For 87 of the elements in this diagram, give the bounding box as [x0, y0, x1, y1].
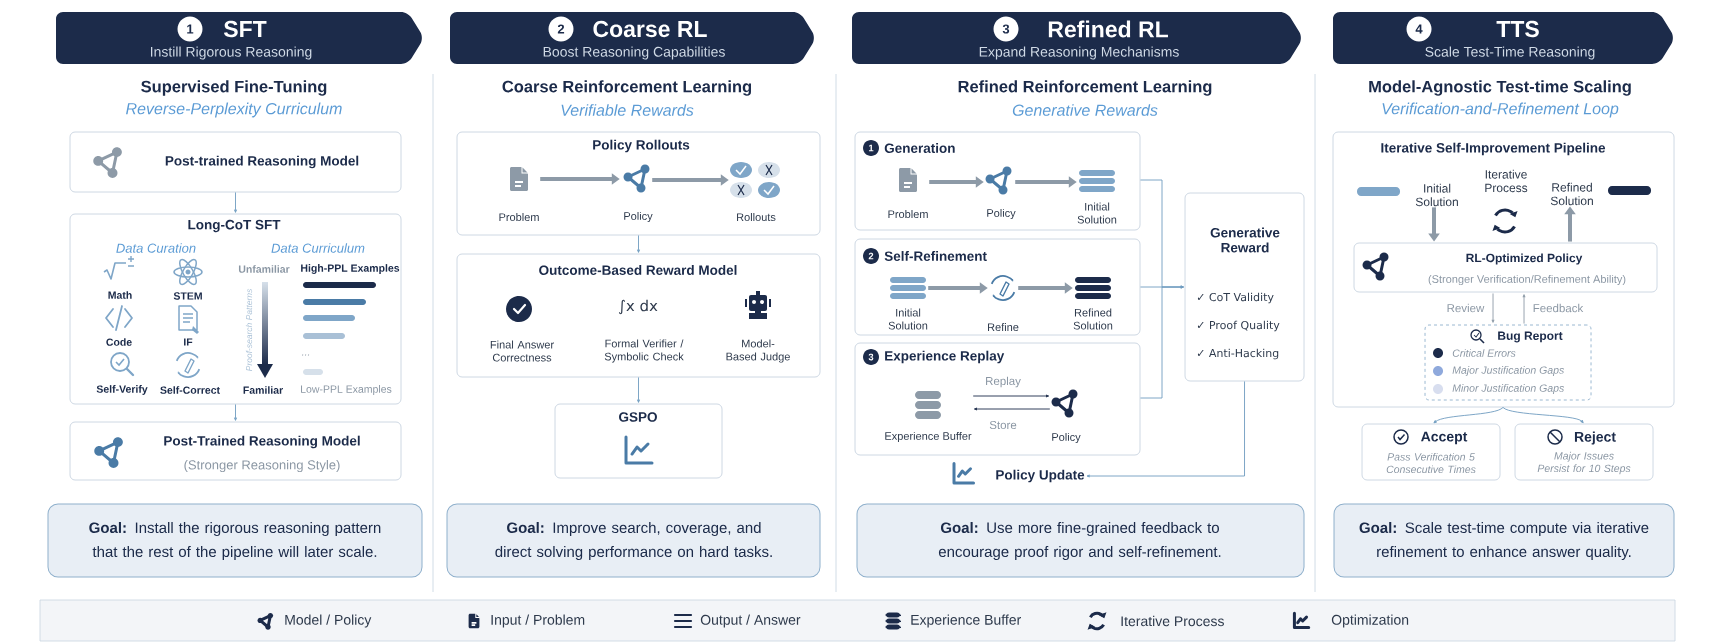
- arrow: [972, 394, 1050, 398]
- arrow: [1522, 294, 1526, 324]
- legend-label: Model / Policy: [285, 614, 372, 628]
- column-title: Model-Agnostic Test-time Scaling: [1369, 80, 1631, 96]
- process-box: Post-Trained Reasoning Model (Stronger Reasoning Style): [69, 421, 402, 481]
- legend-label: Experience Buffer: [911, 614, 1021, 628]
- process-box: RL-Optimized Policy (Stronger Verification/Refinement Ability): [1353, 242, 1658, 293]
- node-label: Policy: [1052, 432, 1081, 444]
- arrow: [1491, 293, 1495, 323]
- node-label: Low-PPL Examples: [301, 385, 392, 395]
- goal-box: Goal: Use more fine-grained feedback to encourage proof rigor and self-refinement.: [856, 503, 1305, 578]
- node-label: Refined Solution: [1073, 308, 1113, 330]
- node-label: Self-Correct: [160, 386, 220, 394]
- node-label: Policy: [624, 211, 653, 223]
- legend-label: Iterative Process: [1121, 615, 1224, 627]
- node-label: Policy Update: [996, 469, 1085, 483]
- node-label: Unfamiliar: [238, 265, 290, 273]
- arrow: [973, 407, 1051, 411]
- column-title: Coarse Reinforcement Learning: [502, 80, 752, 96]
- section-box: Long-CoT SFT Data Curation Data Curriculum Math STEM Code IF Self-Verify Self-Correct Unfamiliar High-PPL Examples Proof-search Patterns ... Familiar Low-PPL Examples: [69, 213, 402, 405]
- arrow: [637, 377, 640, 403]
- stage-banner: 4 TTS Scale Test-Time Reasoning: [1333, 12, 1673, 64]
- node-label: Initial Solution: [1077, 202, 1117, 224]
- node-label: Minor Justification Gaps: [1452, 384, 1565, 394]
- node-label: Long-CoT SFT: [188, 219, 281, 233]
- node-label: Critical Errors: [1452, 349, 1516, 357]
- node-label: Formal Verifier / Symbolic Check: [604, 339, 684, 363]
- stage-banner: 1 SFT Instill Rigorous Reasoning: [56, 12, 422, 64]
- node-label: IF: [184, 338, 193, 346]
- legend-label: Optimization: [1331, 614, 1409, 628]
- column-subtitle: Verification-and-Refinement Loop: [1382, 102, 1619, 118]
- node-label: High-PPL Examples: [301, 264, 400, 274]
- legend-label: Output / Answer: [700, 614, 801, 628]
- node-label: Familiar: [243, 386, 283, 394]
- node-label: Major Justification Gaps: [1452, 366, 1565, 376]
- node-label: Proof-search Patterns: [245, 288, 253, 372]
- node-label: Problem: [888, 209, 928, 219]
- column-subtitle: Verifiable Rewards: [561, 104, 694, 116]
- node-label: Data Curation: [116, 243, 196, 253]
- report-box: Bug Report Critical Errors Major Justification Gaps Minor Justification Gaps: [1424, 324, 1592, 401]
- goal-box: Goal: Install the rigorous reasoning pattern that the rest of the pipeline will later scale.: [47, 503, 423, 578]
- outcome-box: Accept Pass Verification 5 Consecutive Times: [1361, 423, 1501, 481]
- node-label: Iterative Process: [1485, 169, 1528, 193]
- node-label: Code: [106, 338, 132, 346]
- edge-label: Replay: [983, 375, 1023, 389]
- column-subtitle: Generative Rewards: [1012, 104, 1158, 116]
- stage-banner: 2 Coarse RL Boost Reasoning Capabilities: [450, 12, 814, 64]
- node-label: Math: [108, 291, 132, 299]
- column-title: Refined Reinforcement Learning: [958, 80, 1212, 96]
- outcome-box: Reject Major Issues Persist for 10 Steps: [1514, 423, 1654, 481]
- node-label: Refined Solution: [1550, 182, 1593, 206]
- arrow: [1086, 381, 1245, 478]
- arrow: [637, 235, 640, 253]
- process-box: GSPO: [554, 403, 723, 479]
- node-label: Policy: [987, 208, 1016, 220]
- node-label: Outcome-Based Reward Model: [539, 265, 737, 275]
- arrow: [234, 404, 237, 421]
- node-label: Model-Based Judge: [726, 339, 790, 363]
- node-label: Rollouts: [737, 212, 776, 222]
- node-label: Final Answer Correctness: [490, 340, 554, 362]
- process-box: Post-trained Reasoning Model: [69, 131, 402, 193]
- node-label: Self-Verify: [96, 385, 148, 395]
- node-label: Problem: [499, 212, 539, 222]
- edge-label: Feedback: [1531, 302, 1585, 314]
- arrow: [1140, 285, 1184, 399]
- node-label: ∫x dx: [618, 299, 658, 315]
- arrow: [1502, 407, 1584, 424]
- node-label: ...: [302, 354, 310, 356]
- node-label: Bug Report: [1498, 331, 1563, 343]
- node-label: Data Curriculum: [271, 243, 365, 253]
- column-title: Supervised Fine-Tuning: [141, 80, 327, 96]
- arrow: [234, 192, 237, 213]
- goal-box: Goal: Scale test-time compute via iterative refinement to enhance answer quality.: [1333, 503, 1675, 578]
- column-subtitle: Reverse-Perplexity Curriculum: [126, 102, 342, 118]
- node-label: Refine: [988, 322, 1019, 332]
- process-box: Outcome-Based Reward Model Final Answer Correctness ∫x dx Formal Verifier / Symbolic Check Model-Based Judge: [456, 253, 821, 378]
- node-label: STEM: [173, 292, 202, 300]
- node-label: Experience Buffer: [885, 431, 972, 443]
- edge-label: Review: [1445, 302, 1486, 314]
- node-label: Initial Solution: [888, 308, 928, 330]
- legend-label: Input / Problem: [491, 614, 585, 628]
- reward-box: Generative Reward ✓ CoT Validity ✓ Proof Quality ✓ Anti-Hacking: [1184, 192, 1305, 382]
- goal-box: Goal: Improve search, coverage, and direct solving performance on hard tasks.: [446, 503, 821, 578]
- node-label: Initial Solution: [1415, 183, 1458, 207]
- arrow: [1433, 407, 1504, 424]
- edge-label: Store: [987, 419, 1019, 431]
- stage-banner: 3 Refined RL Expand Reasoning Mechanisms: [852, 12, 1301, 64]
